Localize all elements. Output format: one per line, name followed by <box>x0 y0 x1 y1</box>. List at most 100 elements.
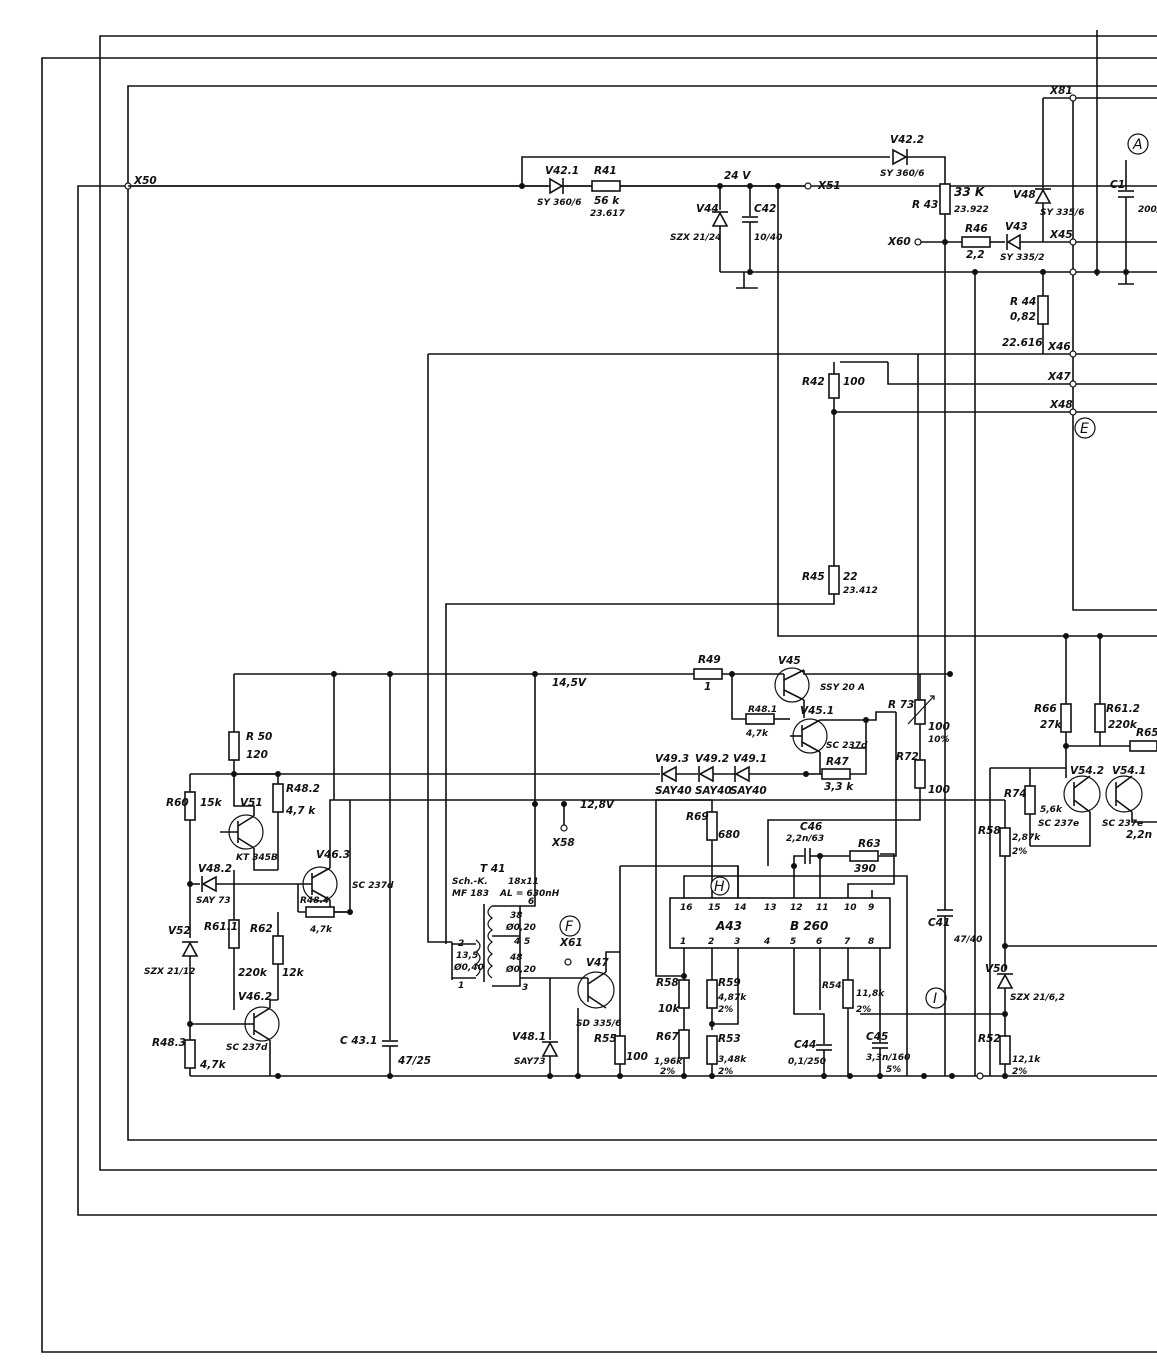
component-label: 47/40 <box>953 935 982 945</box>
component-label: 1 <box>458 981 464 991</box>
component-label: V49.1 <box>733 753 767 765</box>
diode-v48-1 <box>541 978 559 1076</box>
component-label: R45 <box>802 571 825 583</box>
component-label: R 73 <box>888 699 914 711</box>
component-label: 100 <box>626 1051 648 1063</box>
transistor-v45 <box>774 667 950 718</box>
component-label: 0,1/250 <box>788 1057 826 1067</box>
component-label: V50 <box>985 963 1008 975</box>
component-label: 100 <box>928 721 950 733</box>
component-label: 24 V <box>724 170 751 182</box>
ic-pin-number: 7 <box>844 937 851 947</box>
component-label: SAY40 <box>695 785 732 797</box>
ic-pin-number: 10 <box>844 903 857 913</box>
component-label: R48.4 <box>300 896 329 906</box>
component-label: X51 <box>817 180 841 192</box>
resistor-r63 <box>849 850 879 862</box>
component-label: 27k <box>1040 719 1063 731</box>
resistor-r44 <box>1037 295 1049 325</box>
component-label: R74 <box>1004 788 1027 800</box>
component-label: 3 <box>522 983 528 993</box>
component-label: Ø0,20 <box>505 922 536 933</box>
component-label: 22 <box>843 571 858 583</box>
component-label: SAY73 <box>514 1057 545 1067</box>
resistor-r50 <box>228 731 240 761</box>
regulator-section: 14,5V R49 1 V45 SSY 20 A R48.1 4,7k <box>234 654 953 866</box>
diode-v42-1 <box>549 177 564 195</box>
component-label: 1,96k <box>654 1057 683 1067</box>
transistor-v54-2 <box>1030 768 1101 847</box>
component-label: SD 335/6 <box>576 1019 621 1029</box>
component-label: C 43.1 <box>340 1035 377 1047</box>
diode-v49-1 <box>734 765 750 783</box>
component-label: 15k <box>200 797 223 809</box>
diode-v43 <box>1006 233 1021 251</box>
resistor-r72 <box>914 759 926 789</box>
component-label: X47 <box>1047 371 1071 383</box>
component-label: R48.3 <box>152 1037 186 1049</box>
component-label: V47 <box>586 957 609 969</box>
component-label: 18x11 <box>508 877 539 887</box>
component-label: X58 <box>551 837 575 849</box>
component-label: 220k <box>238 967 268 979</box>
resistor-r43 <box>939 183 951 215</box>
zener-v52 <box>181 941 199 957</box>
ic-pin-number: 13 <box>764 903 777 913</box>
component-label: V49.2 <box>695 753 729 765</box>
marker-a: A <box>1132 137 1143 153</box>
ic-pin-number: 14 <box>734 903 747 913</box>
resistor-r42 <box>828 373 840 399</box>
component-label: 12,8V <box>580 799 615 811</box>
marker-f: F <box>565 919 574 935</box>
component-label: 33 K <box>954 185 986 199</box>
component-label: 4,7 k <box>285 805 316 817</box>
component-label: SC 237d <box>352 881 394 891</box>
resistor-r61-2 <box>1094 703 1106 733</box>
resistor-r47 <box>821 768 851 780</box>
diode-v49-3 <box>661 765 677 783</box>
component-label: C45 <box>866 1031 888 1043</box>
resistor-r48-4 <box>305 906 335 918</box>
diode-v48-2 <box>201 875 217 893</box>
component-label: 2,2n <box>1126 829 1152 841</box>
component-label: SC 237e <box>1038 819 1079 829</box>
component-label: V42.1 <box>545 165 579 177</box>
x50-label: X50 <box>133 175 157 187</box>
component-label: 3,3n/160 <box>866 1053 910 1063</box>
component-label: SAY40 <box>730 785 767 797</box>
component-label: X48 <box>1049 399 1073 411</box>
marker-h: H <box>714 879 725 895</box>
component-label: R60 <box>166 797 189 809</box>
component-label: R48.2 <box>286 783 320 795</box>
component-label: X60 <box>887 236 911 248</box>
component-label: 38 <box>510 911 523 921</box>
component-label: 680 <box>718 829 740 841</box>
resistor-r73 <box>914 699 926 725</box>
resistor-r66 <box>1060 703 1072 733</box>
component-label: SZX 21/24 <box>670 233 721 243</box>
component-label: R67 <box>656 1031 679 1043</box>
outer-bus-lines <box>41 30 1157 1353</box>
component-label: C42 <box>754 203 776 215</box>
component-label: SAY40 <box>655 785 692 797</box>
component-label: V46.3 <box>316 849 350 861</box>
component-label: X46 <box>1047 341 1071 353</box>
zener-v44 <box>711 186 729 272</box>
component-label: R69 <box>686 811 709 823</box>
resistor-r53 <box>706 1035 718 1065</box>
component-label: 4 <box>513 937 520 947</box>
resistor-r48-2 <box>272 783 284 813</box>
transistor-v51 <box>220 774 278 871</box>
ic-pin-number: 1 <box>680 937 686 947</box>
component-label: AL = 630nH <box>499 889 560 899</box>
component-label: V48.2 <box>198 863 232 875</box>
resistor-r58-a <box>678 979 690 1009</box>
diode-v49-2 <box>698 765 714 783</box>
component-label: SC 237d <box>826 741 868 751</box>
component-label: 2% <box>856 1005 871 1015</box>
resistor-r49 <box>693 668 723 680</box>
resistor-r58-b <box>999 827 1011 857</box>
component-label: C44 <box>794 1039 816 1051</box>
component-label: R53 <box>718 1033 741 1045</box>
